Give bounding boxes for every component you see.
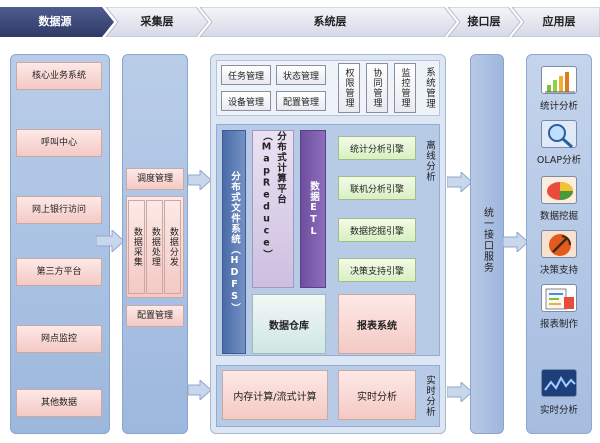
etl-box: 数据ETL [300,130,326,288]
hdfs-box: 分布式文件系统（HDFS） [222,130,246,354]
header-system: 系统层 [313,15,347,28]
interface-panel [470,54,504,434]
source-third-party: 第三方平台 [16,258,102,286]
arrow-acquisition-to-realtime [188,380,212,400]
task-management: 任务管理 [221,65,271,85]
source-call-center: 呼叫中心 [16,129,102,157]
line-chart-icon [541,369,577,397]
source-core-business: 核心业务系统 [16,62,102,90]
report-icon [541,284,577,312]
layer-header: 数据源 采集层 系统层 接口层 应用层 [0,7,600,37]
pie-chart-icon [541,176,577,204]
realtime-analysis-label: 实时分析 [424,375,435,417]
header-acquisition: 采集层 [140,15,174,28]
layer-header-arrows [0,7,600,37]
source-branch-monitoring: 网点监控 [16,325,102,353]
acq-distribute: 数据分发 [164,200,181,294]
engine-data-mining: 数据挖掘引擎 [338,218,416,242]
arrow-source-to-acquisition [96,230,125,252]
acq-scheduling: 调度管理 [126,168,184,190]
source-other-data: 其他数据 [16,389,102,417]
app-realtime-analysis: 实时分析 [539,405,578,416]
coordination-management: 协同管理 [366,63,388,113]
header-interface: 接口层 [467,15,501,28]
app-report-creation: 报表制作 [539,319,578,330]
arrow-acquisition-to-offline [188,170,212,190]
data-source-panel [10,54,110,434]
bar-chart-icon [541,66,577,94]
report-system-box: 报表系统 [338,294,416,354]
engine-decision-support: 决策支持引擎 [338,258,416,282]
data-warehouse-box: 数据仓库 [252,294,326,354]
system-management-label: 系统管理 [424,67,435,109]
source-online-banking: 网上银行访问 [16,196,102,224]
realtime-analysis-box: 实时分析 [338,370,416,420]
in-memory-streaming-box: 内存计算/流式计算 [222,370,328,420]
unified-interface-service-label: 统一接口服务 [481,207,493,273]
app-statistical-analysis: 统计分析 [539,101,578,112]
mapreduce-box: 分布式计算平台（MapReduce） [252,130,294,288]
arrow-offline-to-interface [447,172,473,192]
arrow-realtime-to-interface [447,382,473,402]
pickaxe-icon [541,230,577,258]
header-data-source: 数据源 [38,15,72,28]
header-application: 应用层 [542,15,576,28]
engine-olap: 联机分析引擎 [338,176,416,200]
monitoring-management: 监控管理 [394,63,416,113]
engine-statistical: 统计分析引擎 [338,136,416,160]
acq-process: 数据处理 [146,200,163,294]
app-data-mining: 数据挖掘 [539,211,578,222]
magnifier-icon [541,120,577,149]
device-management: 设备管理 [221,91,271,111]
config-management: 配置管理 [276,91,326,111]
offline-analysis-label: 离线分析 [424,140,435,182]
app-decision-support: 决策支持 [539,265,578,276]
acq-collect: 数据采集 [128,200,145,294]
permission-management: 权限管理 [338,63,360,113]
app-olap-analysis: OLAP分析 [536,155,582,166]
acq-config: 配置管理 [126,305,184,327]
arrow-interface-to-application [503,232,529,252]
status-management: 状态管理 [276,65,326,85]
